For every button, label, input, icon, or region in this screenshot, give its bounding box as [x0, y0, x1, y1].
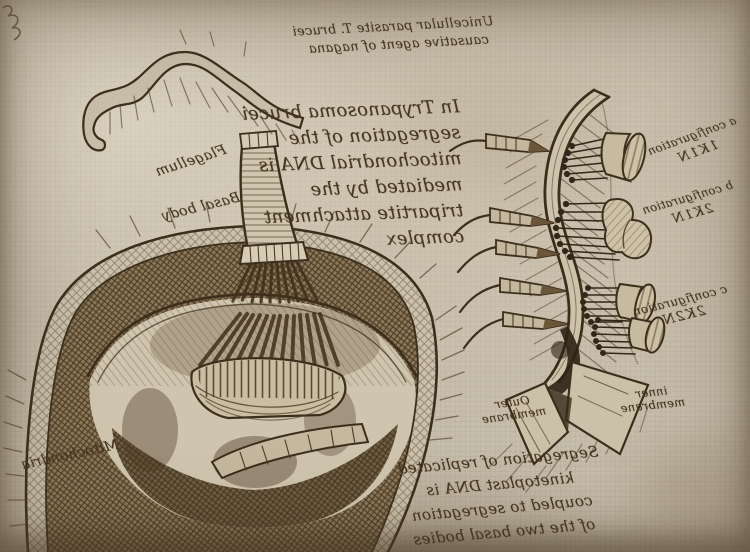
cell-body-drawing	[3, 130, 465, 552]
mitochondrial-membrane-arc	[86, 292, 418, 378]
inner-membrane-flap	[546, 360, 650, 456]
attachment-fan-drawing	[231, 260, 319, 304]
kdna-discs-drawing	[600, 131, 666, 354]
outer-membrane-flap	[504, 381, 570, 466]
filament-dot-fans	[552, 138, 636, 356]
membrane-fold-band	[210, 422, 370, 480]
flagellum-drawing	[82, 29, 305, 152]
inner-filament-fan	[198, 312, 340, 370]
membrane-strip-figure	[448, 88, 666, 493]
basal-body-tubes-drawing	[448, 132, 569, 350]
flagellum-hatch	[109, 29, 301, 145]
stitch-mark-icon	[2, 5, 21, 41]
kinetoplast-disc-drawing	[190, 357, 347, 421]
